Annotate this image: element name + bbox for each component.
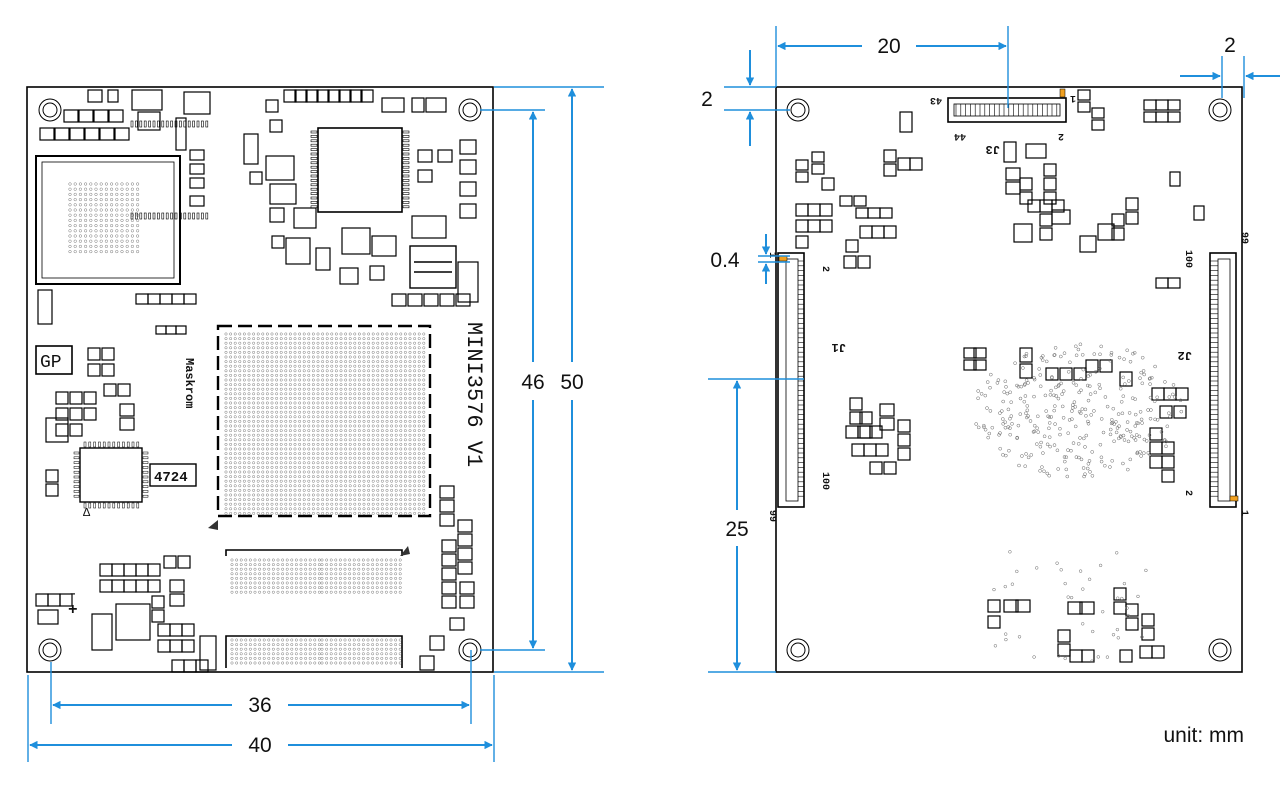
back-j3-pin1-marker [1059, 88, 1066, 98]
front-hole-bl [38, 638, 62, 662]
front-triangle-label: Δ [83, 506, 91, 520]
back-j2-pin1-marker [1229, 495, 1239, 502]
back-j2-pin-top: 99 [1238, 232, 1249, 244]
back-j2-pin-100: 100 [1182, 250, 1193, 268]
back-view: 43 1 44 2 J3 1 2 100 99 J1 99 100 2 [766, 86, 1249, 673]
front-dim-width-outer: 40 [29, 734, 493, 757]
back-j3-label: J3 [986, 142, 1000, 156]
front-inductor [409, 245, 457, 289]
front-view: GP 4724 Maskrom MINI3576 V1 + - Δ [26, 86, 494, 673]
unit-label: unit: mm [1163, 724, 1244, 747]
back-j1-pin1-marker [778, 255, 788, 262]
back-j3-pin-right: 1 [1070, 92, 1076, 103]
front-board-title: MINI3576 V1 [461, 322, 486, 467]
front-gp-label-box: GP [35, 345, 73, 375]
back-dim-connector-offset-label: 20 [877, 35, 900, 58]
front-passive-components [35, 89, 479, 673]
back-connector-j3: 43 1 44 2 J3 [930, 88, 1076, 156]
front-qfn-chip [73, 441, 149, 509]
back-j3-pin-bl: 44 [954, 130, 966, 141]
back-passive-components [795, 89, 1205, 663]
back-dim-hole-offset-left: 2 [701, 50, 755, 146]
front-emmc-chip [35, 155, 181, 285]
back-dim-connector-gap-label: 0.4 [710, 249, 740, 272]
back-dim-hole-offset-left-label: 2 [701, 88, 713, 111]
front-dim-width-inner: 36 [52, 694, 470, 717]
back-j1-pin-99: 99 [766, 510, 777, 522]
back-mounting-holes [786, 98, 1232, 662]
front-gp-label: GP [40, 353, 62, 373]
back-dim-j1-offset: 25 [725, 380, 749, 671]
front-ddr-chips [225, 549, 403, 668]
front-dim-height-inner: 46 [521, 111, 545, 649]
front-dim-width-outer-label: 40 [248, 734, 271, 757]
front-orient-marker-soc [208, 520, 218, 530]
front-chip-label: 4724 [154, 470, 188, 486]
back-j2-label: J2 [1178, 348, 1192, 362]
back-j1-pin-top: 2 [819, 266, 830, 272]
back-connector-j1: 1 2 100 99 J1 [766, 252, 846, 522]
back-connector-j2: 99 100 2 1 J2 [1178, 232, 1249, 516]
front-dimensions [27, 86, 604, 762]
back-j1-pin-100: 100 [819, 472, 830, 490]
back-dim-hole-offset-right-label: 2 [1224, 34, 1236, 57]
back-j1-label: J1 [832, 340, 846, 354]
back-dim-j1-offset-label: 25 [725, 518, 748, 541]
back-j3-pin-br: 2 [1058, 130, 1064, 141]
back-dim-connector-offset: 20 [777, 35, 1007, 58]
front-orient-marker-ddr [400, 546, 410, 556]
front-maskrom-label: Maskrom [182, 358, 196, 408]
back-j3-pin-left: 43 [930, 94, 942, 105]
front-chip-label-box: 4724 [149, 463, 197, 487]
front-dim-height-inner-label: 46 [521, 371, 544, 394]
back-via-field [974, 342, 1184, 663]
back-dim-hole-offset-right: 2 [1180, 34, 1280, 81]
front-dim-height-outer: 50 [560, 88, 584, 671]
front-minus-sign: - [68, 585, 78, 603]
front-hole-tl [38, 98, 62, 122]
back-j1-pin-top-num: 1 [766, 252, 777, 258]
back-j2-pin-1: 1 [1238, 510, 1249, 516]
back-board-outline [775, 86, 1243, 673]
back-j2-pin-2: 2 [1182, 490, 1193, 496]
front-pmic-chip [130, 120, 410, 220]
back-dimension-lines [708, 26, 1245, 673]
front-soc-chip [216, 324, 432, 518]
front-plus-sign: + [68, 601, 78, 619]
back-dim-connector-gap: 0.4 [710, 234, 771, 284]
front-dim-width-inner-label: 36 [248, 694, 271, 717]
front-dim-height-outer-label: 50 [560, 371, 583, 394]
